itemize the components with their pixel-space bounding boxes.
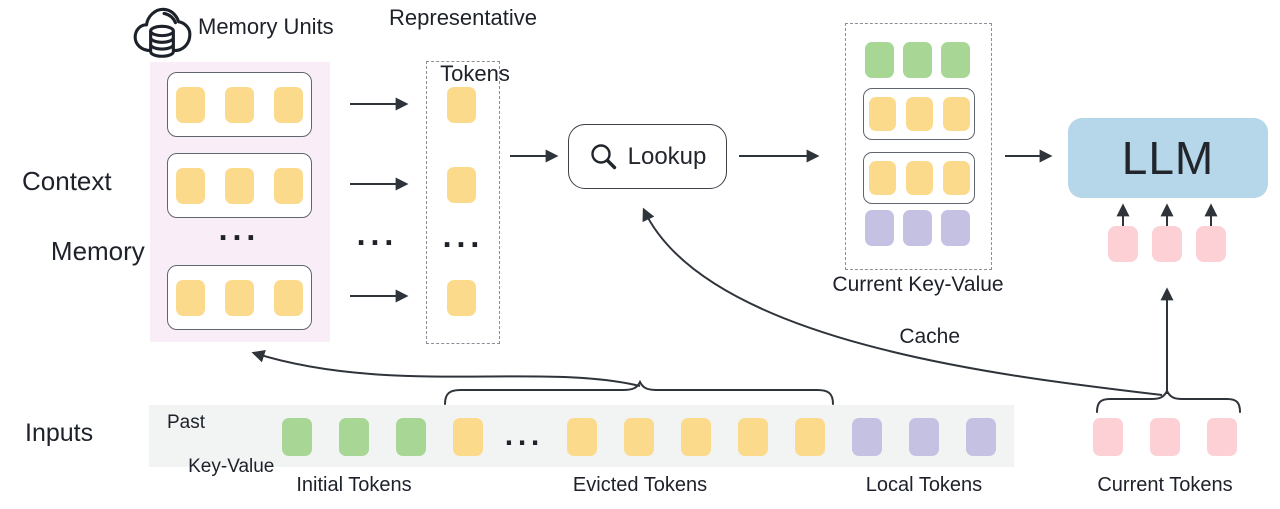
cache-label-line1: Current Key-Value [832, 273, 1004, 296]
representative-tokens-label: Representative Tokens [389, 4, 537, 88]
token [905, 97, 933, 131]
llm-input-tokens-row [1108, 226, 1226, 262]
past-kv-line2: Key-Value [188, 456, 275, 477]
token [274, 279, 303, 316]
brace-current-tokens [1096, 388, 1241, 413]
representative-line1: Representative [389, 5, 537, 30]
token [905, 161, 933, 195]
current-kv-cache-label: Current Key-Value Cache [832, 272, 1003, 350]
token [795, 418, 825, 456]
llm-label: LLM [1121, 132, 1215, 184]
token [453, 418, 483, 456]
token [176, 86, 205, 123]
token [1152, 226, 1182, 262]
cache-label-line2: Cache [899, 325, 961, 348]
current-tokens-label: Current Tokens [1097, 474, 1233, 496]
arrow-evicted-to-memory [251, 349, 641, 387]
token [1108, 226, 1138, 262]
token [447, 280, 476, 316]
initial-tokens-label: Initial Tokens [296, 474, 412, 496]
token [1196, 226, 1226, 262]
token [339, 418, 369, 456]
memory-unit-box [167, 72, 312, 137]
token [852, 418, 882, 456]
context-memory-line2: Memory [50, 236, 145, 266]
memory-unit-box [167, 153, 312, 218]
token [274, 167, 303, 204]
token [225, 279, 254, 316]
representative-tokens-box [426, 61, 500, 344]
arrows-ellipsis: ... [356, 222, 398, 252]
token [941, 210, 970, 246]
search-icon [590, 143, 616, 169]
evicted-tokens-label: Evicted Tokens [572, 474, 708, 496]
token [865, 210, 894, 246]
lookup-button: Lookup [568, 124, 727, 189]
token [868, 161, 896, 195]
local-tokens-label: Local Tokens [865, 474, 983, 496]
token [1207, 418, 1237, 456]
memory-unit-box [167, 265, 312, 330]
current-tokens-row [1093, 418, 1237, 456]
token [447, 87, 476, 123]
token [903, 210, 932, 246]
local-tokens-row [852, 418, 996, 456]
inputs-label: Inputs [25, 419, 94, 447]
token [1150, 418, 1180, 456]
llm-box: LLM [1068, 118, 1268, 198]
brace-evicted-tokens [444, 379, 834, 405]
cache-initial-row [865, 42, 970, 78]
token [738, 418, 768, 456]
token [868, 97, 896, 131]
lookup-label: Lookup [627, 142, 707, 170]
token [274, 86, 303, 123]
token [865, 42, 894, 78]
token [966, 418, 996, 456]
token [225, 86, 254, 123]
token [567, 418, 597, 456]
representative-ellipsis: ... [442, 224, 484, 254]
context-memory-label: Context Memory [22, 164, 145, 269]
token [396, 418, 426, 456]
cache-memory-unit [863, 152, 975, 204]
evicted-tokens-row [567, 418, 825, 456]
representative-line2: Tokens [440, 61, 510, 86]
past-kv-line1: Past [167, 412, 206, 433]
memory-units-ellipsis: ... [218, 217, 260, 247]
token [447, 167, 476, 203]
token [941, 42, 970, 78]
token [903, 42, 932, 78]
past-key-value-label: Past Key-Value [167, 412, 274, 478]
token [681, 418, 711, 456]
initial-tokens-row [282, 418, 426, 456]
token [942, 161, 970, 195]
token [1093, 418, 1123, 456]
token [909, 418, 939, 456]
token [176, 167, 205, 204]
cache-memory-unit [863, 88, 975, 140]
token [942, 97, 970, 131]
token [225, 167, 254, 204]
token [176, 279, 205, 316]
context-memory-line1: Context [22, 166, 112, 196]
cache-local-row [865, 210, 970, 246]
evicted-ellipsis: ... [504, 423, 544, 451]
cloud-database-icon [133, 7, 192, 58]
memory-units-label: Memory Units [198, 14, 334, 39]
token [282, 418, 312, 456]
token [624, 418, 654, 456]
